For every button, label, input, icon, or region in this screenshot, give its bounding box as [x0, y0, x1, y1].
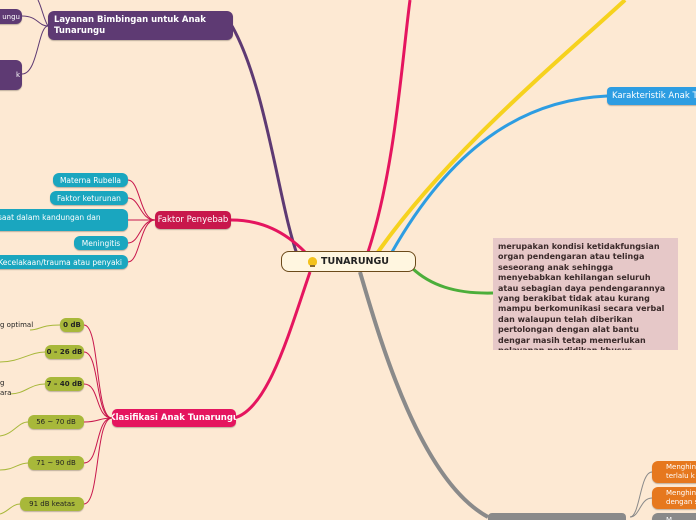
faktor-kandungan-label: saat dalam kandungan dan	[0, 213, 101, 222]
central-topic-label: TUNARUNGU	[321, 256, 389, 267]
klasifikasi-7-40db[interactable]: 7 – 40 dB	[45, 377, 84, 391]
faktor-meningitis[interactable]: Meningitis	[74, 236, 128, 250]
faktor-keturunan[interactable]: Faktor keturunan	[50, 191, 128, 205]
klasifikasi-7-40db-label: 7 – 40 dB	[46, 380, 83, 388]
layanan-child-1[interactable]: ungu	[0, 9, 22, 24]
bottom-gray-node[interactable]	[488, 513, 626, 520]
branch-line-karakteristik	[390, 94, 608, 253]
bottom-child-1[interactable]: Menghin terlalu k	[652, 461, 696, 483]
klasifikasi-0-26db[interactable]: 0 – 26 dB	[45, 345, 84, 359]
klasifikasi-56-70db[interactable]: 56 ~ 70 dB	[28, 415, 84, 429]
faktor-meningitis-label: Meningitis	[81, 238, 121, 248]
faktor-penyebab-label: Faktor Penyebab	[157, 215, 229, 225]
layanan-child-1-label: ungu	[2, 12, 20, 21]
bottom-child-3-label: M	[666, 516, 673, 520]
layanan-child-2[interactable]: k	[0, 60, 22, 90]
klasifikasi-note-3: ara	[0, 389, 12, 397]
klasifikasi-91db-label: 91 dB keatas	[29, 500, 75, 508]
central-topic-node[interactable]: TUNARUNGU	[281, 251, 416, 272]
faktor-penyebab-node[interactable]: Faktor Penyebab	[155, 211, 231, 229]
bottom-child-3[interactable]: M	[652, 513, 696, 520]
klasifikasi-0db[interactable]: 0 dB	[60, 318, 84, 332]
karakteristik-label: Karakteristik Anak Tu	[612, 91, 696, 101]
faktor-kandungan[interactable]: saat dalam kandungan dan	[0, 209, 128, 231]
faktor-materna-rubella-label: Materna Rubella	[59, 175, 122, 185]
layanan-bimbingan-label: Layanan Bimbingan untuk Anak Tunarungu	[54, 14, 206, 36]
faktor-materna-rubella[interactable]: Materna Rubella	[53, 173, 128, 187]
definition-text: merupakan kondisi ketidakfungsian organ …	[498, 242, 666, 350]
klasifikasi-node[interactable]: Klasifikasi Anak Tunarungu	[112, 409, 236, 427]
branch-line-bottom	[358, 271, 489, 519]
definition-note: merupakan kondisi ketidakfungsian organ …	[493, 238, 678, 350]
faktor-kecelakaan[interactable]: Kecelakaan/trauma atau penyaki	[0, 255, 128, 269]
layanan-child-2-label: k	[15, 71, 20, 79]
klasifikasi-note-2: g	[0, 379, 5, 387]
klasifikasi-0-26db-label: 0 – 26 dB	[46, 348, 83, 356]
branch-line-yellow	[376, 0, 627, 254]
lightbulb-icon	[308, 257, 317, 267]
bottom-child-1-label: Menghin terlalu k	[666, 463, 696, 480]
branch-line-definition	[410, 266, 494, 295]
karakteristik-node[interactable]: Karakteristik Anak Tu	[607, 87, 696, 105]
klasifikasi-56-70db-label: 56 ~ 70 dB	[36, 418, 76, 426]
branch-line-faktor	[230, 218, 307, 254]
klasifikasi-label: Klasifikasi Anak Tunarungu	[112, 413, 236, 423]
bottom-child-2-label: Menghin dengan s	[666, 489, 696, 506]
faktor-keturunan-label: Faktor keturunan	[57, 193, 121, 203]
klasifikasi-71-90db-label: 71 ~ 90 dB	[36, 459, 76, 467]
faktor-kecelakaan-label: Kecelakaan/trauma atau penyaki	[0, 257, 122, 267]
layanan-bimbingan-node[interactable]: Layanan Bimbingan untuk Anak Tunarungu	[48, 11, 233, 40]
branch-line-top-pink	[366, 0, 412, 253]
klasifikasi-71-90db[interactable]: 71 ~ 90 dB	[28, 456, 84, 470]
klasifikasi-0db-label: 0 dB	[63, 321, 81, 329]
bottom-child-2[interactable]: Menghin dengan s	[652, 487, 696, 509]
branch-line-klasifikasi	[233, 271, 312, 420]
klasifikasi-note-1: g optimal	[0, 321, 34, 329]
klasifikasi-91db[interactable]: 91 dB keatas	[20, 497, 84, 511]
